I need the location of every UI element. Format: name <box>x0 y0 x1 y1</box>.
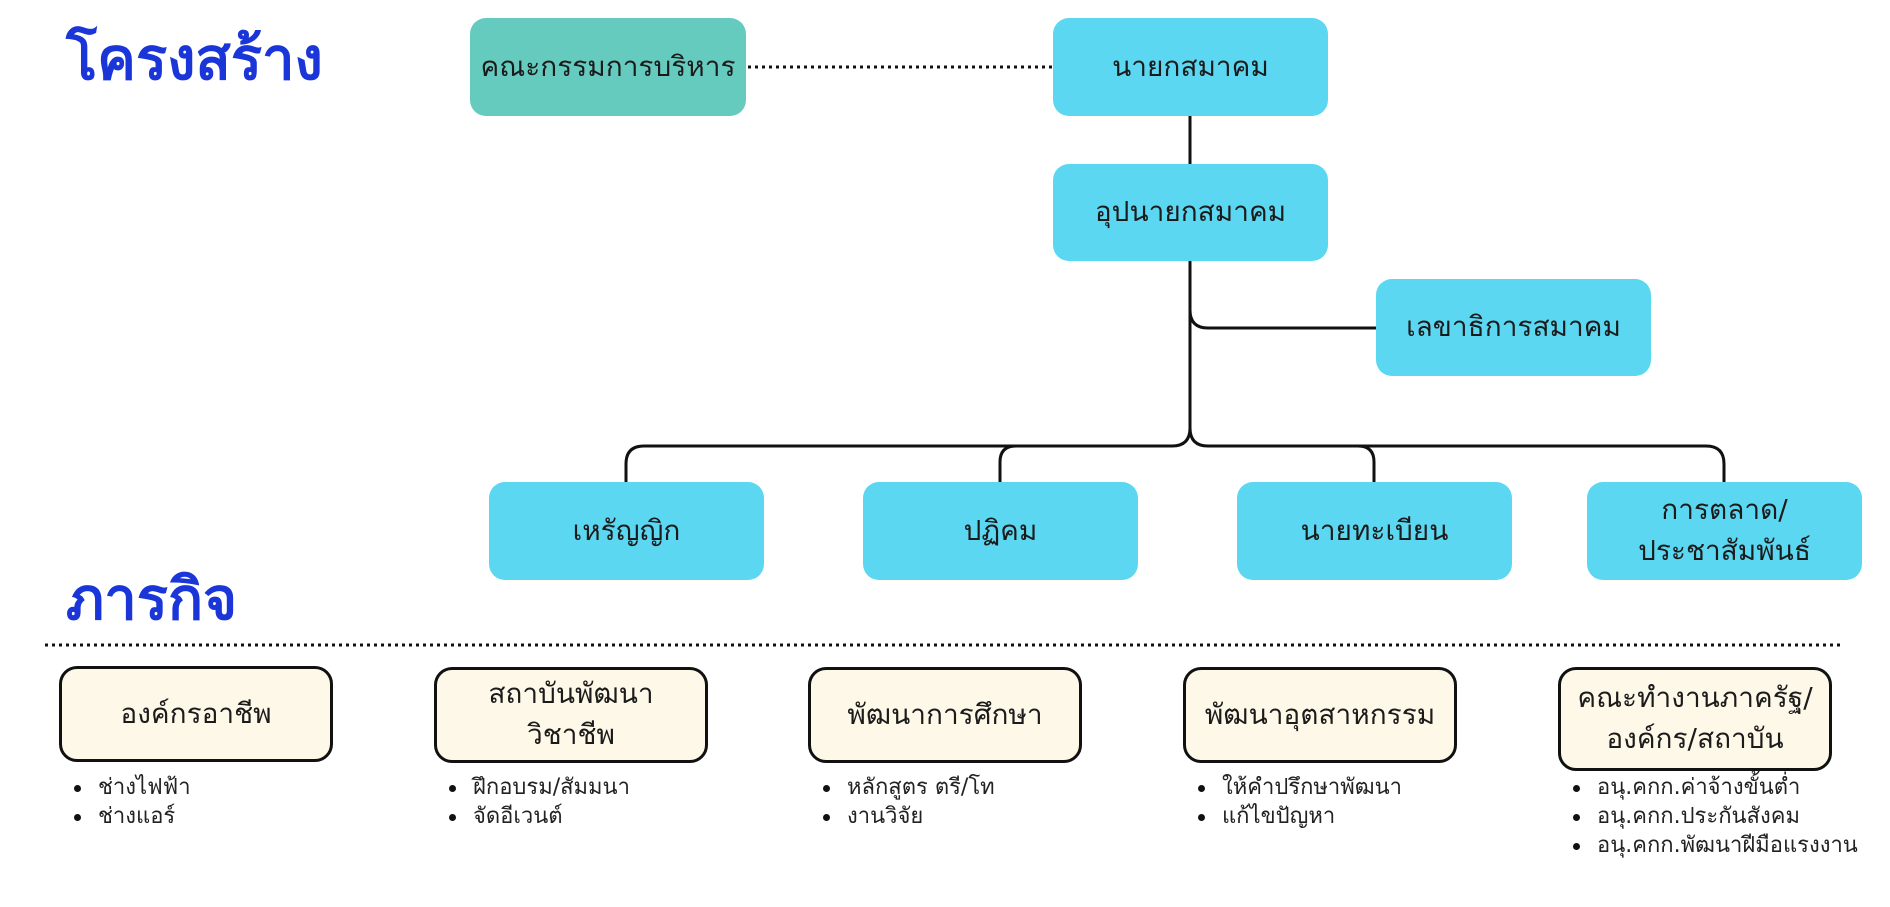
connector-branch-left <box>624 427 1192 482</box>
registrar-box: นายทะเบียน <box>1237 482 1512 580</box>
mission-label: องค์กรอาชีพ <box>120 696 272 730</box>
list-item: งานวิจัย <box>815 802 995 831</box>
mission-box-education: พัฒนาการศึกษา <box>808 667 1082 763</box>
mission-label: พัฒนาการศึกษา <box>847 697 1043 731</box>
executive-committee-label: คณะกรรมการบริหาร <box>480 49 736 83</box>
connector-secretary <box>1188 309 1376 330</box>
registrar-label: นายทะเบียน <box>1300 513 1449 547</box>
secretary-general-box: เลขาธิการสมาคม <box>1376 279 1651 376</box>
mission-bullets-professional-institute: ฝึกอบรม/สัมมนา จัดอีเวนต์ <box>441 773 630 831</box>
treasurer-label: เหรัญญิก <box>572 513 681 547</box>
vice-president-box: อุปนายกสมาคม <box>1053 164 1328 261</box>
mission-box-government-working-group: คณะทำงานภาครัฐ/ องค์กร/สถาบัน <box>1558 667 1832 771</box>
mission-bullets-government-working-group: อนุ.คกก.ค่าจ้างขั้นต่ำ อนุ.คกก.ประกันสัง… <box>1565 773 1858 860</box>
mission-label: พัฒนาอุตสาหกรรม <box>1204 697 1436 731</box>
mission-bullets-industry: ให้คำปรึกษาพัฒนา แก้ไขปัญหา <box>1190 773 1402 831</box>
list-item: อนุ.คกก.ประกันสังคม <box>1565 802 1858 831</box>
list-item: อนุ.คกก.พัฒนาฝีมือแรงงาน <box>1565 831 1858 860</box>
mission-label: คณะทำงานภาครัฐ/ องค์กร/สถาบัน <box>1577 681 1813 755</box>
mission-box-professional-org: องค์กรอาชีพ <box>59 666 333 762</box>
secretary-general-label: เลขาธิการสมาคม <box>1406 310 1621 344</box>
mission-box-industry: พัฒนาอุตสาหกรรม <box>1183 667 1457 763</box>
marketing-pr-label: การตลาด/ ประชาสัมพันธ์ <box>1638 493 1811 567</box>
connector-branch-mid-right <box>1357 444 1376 482</box>
host-label: ปฏิคม <box>963 513 1038 547</box>
treasurer-box: เหรัญญิก <box>489 482 764 580</box>
marketing-pr-box: การตลาด/ ประชาสัมพันธ์ <box>1587 482 1862 580</box>
list-item: จัดอีเวนต์ <box>441 802 630 831</box>
connector-branch-right <box>1188 427 1726 482</box>
mission-box-professional-institute: สถาบันพัฒนาวิชาชีพ <box>434 667 708 763</box>
structure-heading: โครงสร้าง <box>66 25 323 93</box>
mission-bullets-education: หลักสูตร ตรี/โท งานวิจัย <box>815 773 995 831</box>
president-label: นายกสมาคม <box>1112 49 1269 83</box>
mission-label: สถาบันพัฒนาวิชาชีพ <box>488 677 654 751</box>
list-item: ช่างแอร์ <box>66 802 191 831</box>
mission-heading: ภารกิจ <box>66 565 238 633</box>
mission-bullets-professional-org: ช่างไฟฟ้า ช่างแอร์ <box>66 773 191 831</box>
vice-president-label: อุปนายกสมาคม <box>1094 195 1287 229</box>
list-item: แก้ไขปัญหา <box>1190 802 1402 831</box>
list-item: ช่างไฟฟ้า <box>66 773 191 802</box>
executive-committee-box: คณะกรรมการบริหาร <box>470 18 746 116</box>
list-item: หลักสูตร ตรี/โท <box>815 773 995 802</box>
connector-branch-mid-left <box>998 444 1017 482</box>
list-item: อนุ.คกก.ค่าจ้างขั้นต่ำ <box>1565 773 1858 802</box>
list-item: ฝึกอบรม/สัมมนา <box>441 773 630 802</box>
president-box: นายกสมาคม <box>1053 18 1328 116</box>
host-box: ปฏิคม <box>863 482 1138 580</box>
list-item: ให้คำปรึกษาพัฒนา <box>1190 773 1402 802</box>
